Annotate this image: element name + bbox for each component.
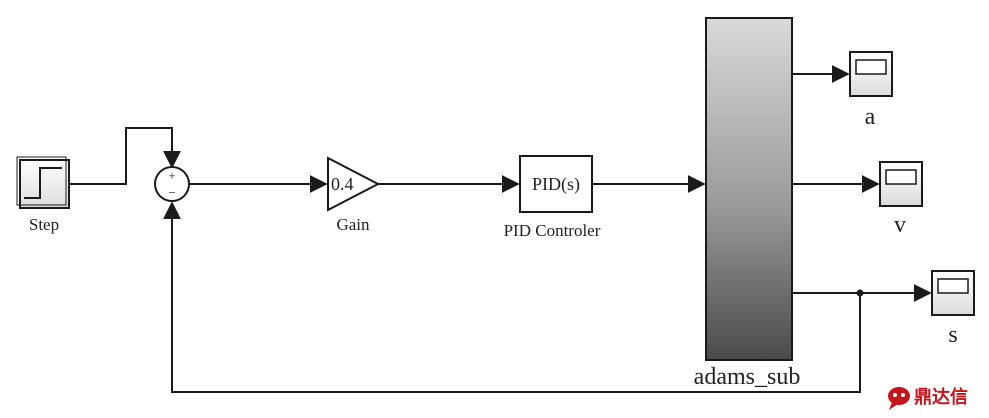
sum-block[interactable]: + − <box>154 166 190 202</box>
watermark: 鼎达信 <box>888 386 968 410</box>
line-feedback[interactable] <box>163 201 861 393</box>
adams-sub-label: adams_sub <box>694 364 801 390</box>
adams-sub-block[interactable] <box>705 17 793 361</box>
gain-block[interactable]: 0.4 <box>327 156 381 212</box>
step-icon <box>24 167 62 199</box>
pid-controller-label: PID Controler <box>504 221 601 240</box>
sum-minus-sign: − <box>168 185 175 200</box>
pid-block-text: PID(s) <box>532 174 580 195</box>
scope-screen-icon <box>937 278 969 294</box>
watermark-text: 鼎达信 <box>914 386 968 408</box>
scope-v-label: v <box>894 212 906 238</box>
step-label: Step <box>29 215 59 234</box>
scope-v-block[interactable] <box>879 161 923 207</box>
gain-value: 0.4 <box>331 174 354 194</box>
scope-a-label: a <box>865 104 876 130</box>
gain-label: Gain <box>336 215 370 234</box>
step-block[interactable] <box>16 156 70 209</box>
scope-s-block[interactable] <box>931 270 975 316</box>
sum-plus-sign: + <box>168 168 175 183</box>
pid-controller-block[interactable]: PID(s) <box>519 155 593 213</box>
branch-point <box>856 289 864 297</box>
scope-screen-icon <box>885 169 917 185</box>
scope-a-block[interactable] <box>849 51 893 97</box>
scope-screen-icon <box>855 59 887 75</box>
signal-lines <box>70 65 932 393</box>
speech-bubble-logo-icon <box>888 387 910 410</box>
scope-s-label: s <box>948 322 957 348</box>
line-step-to-sum[interactable] <box>70 127 181 185</box>
